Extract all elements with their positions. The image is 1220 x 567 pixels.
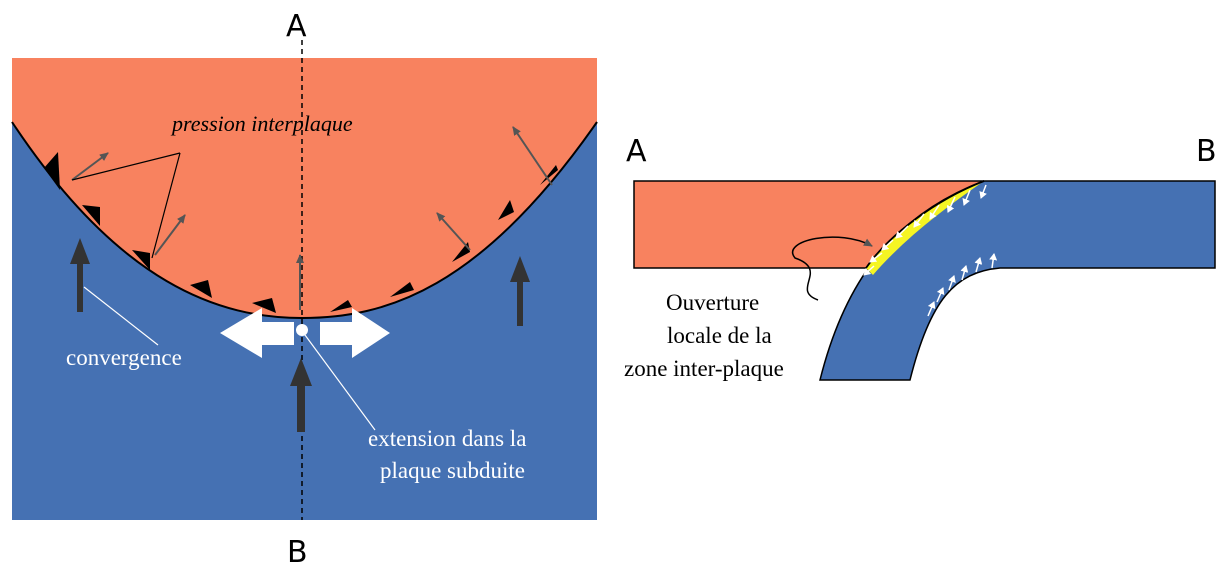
convergence-arrow-left: [70, 238, 90, 312]
map-label-A: A: [286, 9, 307, 44]
ouverture-leader: [792, 236, 873, 301]
map-subducting-plate: [12, 122, 597, 520]
extension-arrow-right: [320, 308, 390, 358]
pressure-arrows: [71, 126, 553, 310]
cross-section: A B Ouverture locale de la zone inter-pl…: [624, 134, 1217, 381]
extension-label-line2: plaque subduite: [380, 458, 525, 483]
extension-point: [296, 324, 308, 336]
interface-opening: [866, 181, 984, 275]
convergence-arrow-right: [510, 256, 530, 326]
extension-arrows: [220, 308, 390, 358]
extension-arrow-left: [220, 308, 294, 358]
convergence-arrow-center: [290, 358, 312, 432]
map-view: A B pression interplaque convergence ext…: [11, 9, 598, 567]
extension-label-line1: extension dans la: [368, 426, 526, 451]
section-label-B: B: [1196, 134, 1217, 169]
ouverture-line1: Ouverture: [666, 290, 759, 315]
plate-boundary-curve: [11, 121, 598, 320]
ouverture-line2: locale de la: [667, 323, 772, 348]
slab-top-arrows: [863, 184, 987, 276]
leader-lines-white: [83, 286, 376, 431]
section-label-A: A: [626, 134, 647, 169]
map-label-B: B: [287, 535, 308, 567]
slab-bottom-arrows: [927, 253, 998, 317]
pression-pointer-lines: [71, 152, 181, 259]
pression-label: pression interplaque: [170, 111, 353, 136]
subduction-teeth: [44, 152, 558, 313]
convergence-arrows: [70, 238, 530, 432]
ouverture-line3: zone inter-plaque: [624, 356, 784, 381]
convergence-label: convergence: [66, 345, 182, 370]
